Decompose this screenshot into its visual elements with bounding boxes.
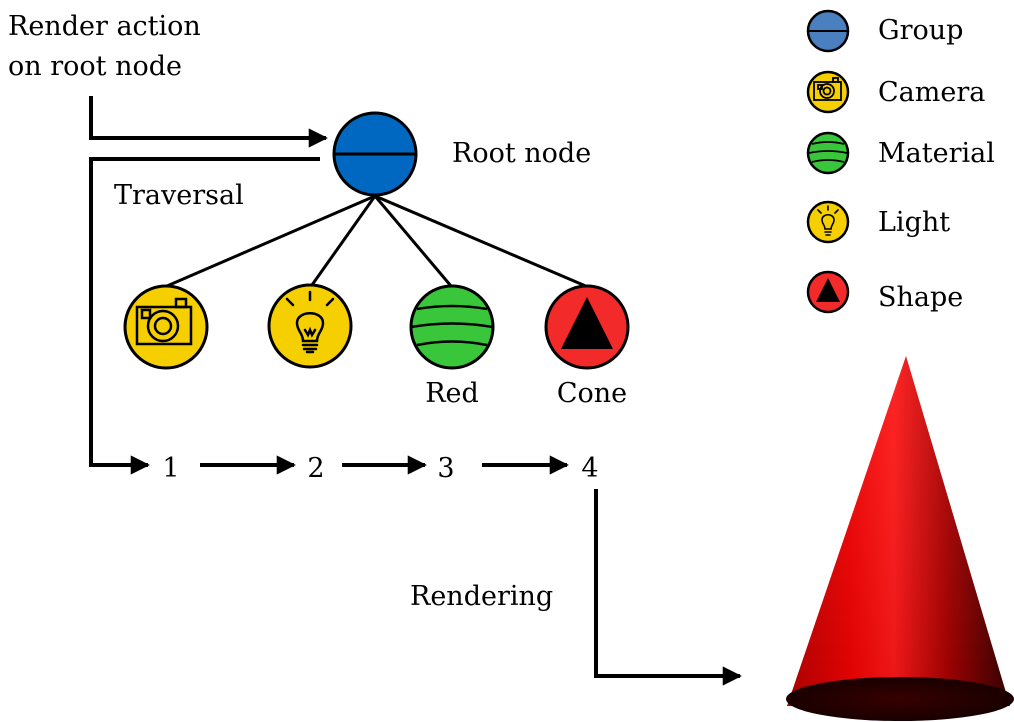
step-1-label: 1 bbox=[162, 453, 179, 484]
edge-root-light bbox=[310, 195, 377, 286]
rendering-arrow bbox=[594, 489, 742, 686]
rendering-label: Rendering bbox=[410, 581, 553, 612]
cone-base bbox=[786, 677, 1014, 721]
light-icon bbox=[285, 290, 335, 354]
shape-icon bbox=[561, 297, 613, 349]
step-4-label: 4 bbox=[581, 453, 598, 484]
material-node-circle bbox=[409, 284, 495, 370]
traversal-flow-line bbox=[89, 157, 320, 475]
rendered-cone bbox=[786, 356, 1014, 721]
traversal-label: Traversal bbox=[114, 180, 244, 211]
root-node bbox=[332, 111, 418, 197]
light-node-circle bbox=[267, 283, 353, 369]
legend-light-item: Light bbox=[806, 200, 950, 244]
tree-edges bbox=[166, 194, 589, 289]
material-icon bbox=[410, 304, 494, 347]
camera-icon bbox=[135, 297, 193, 346]
material-node bbox=[409, 284, 495, 370]
shape-child-label: Cone bbox=[557, 378, 627, 409]
edge-root-camera bbox=[166, 194, 376, 288]
legend-camera-label: Camera bbox=[878, 77, 985, 108]
legend-group-label: Group bbox=[878, 15, 963, 46]
material-child-label: Red bbox=[425, 378, 479, 409]
material-icon bbox=[806, 131, 850, 175]
camera-node bbox=[123, 284, 209, 370]
legend-group-item: Group bbox=[806, 9, 963, 53]
legend-material-label: Material bbox=[878, 138, 995, 169]
intro-to-root-arrow bbox=[89, 96, 328, 148]
intro-line-2: on root node bbox=[8, 51, 182, 82]
legend: Group Camera Material bbox=[806, 9, 995, 314]
traversal-paths bbox=[89, 96, 742, 686]
legend-material-item: Material bbox=[806, 131, 995, 175]
shape-node bbox=[544, 284, 630, 370]
root-node-label: Root node bbox=[452, 138, 591, 169]
step-2-label: 2 bbox=[307, 453, 324, 484]
cone-shading bbox=[787, 356, 1010, 706]
edge-root-shape bbox=[374, 194, 589, 289]
step-3-label: 3 bbox=[437, 453, 454, 484]
legend-shape-label: Shape bbox=[878, 282, 963, 313]
intro-line-1: Render action bbox=[8, 11, 201, 42]
light-node bbox=[267, 283, 353, 369]
light-icon bbox=[806, 200, 850, 244]
legend-shape-item: Shape bbox=[806, 270, 963, 314]
legend-camera-item: Camera bbox=[806, 70, 985, 114]
legend-light-label: Light bbox=[878, 207, 950, 238]
edge-root-material bbox=[373, 195, 453, 287]
